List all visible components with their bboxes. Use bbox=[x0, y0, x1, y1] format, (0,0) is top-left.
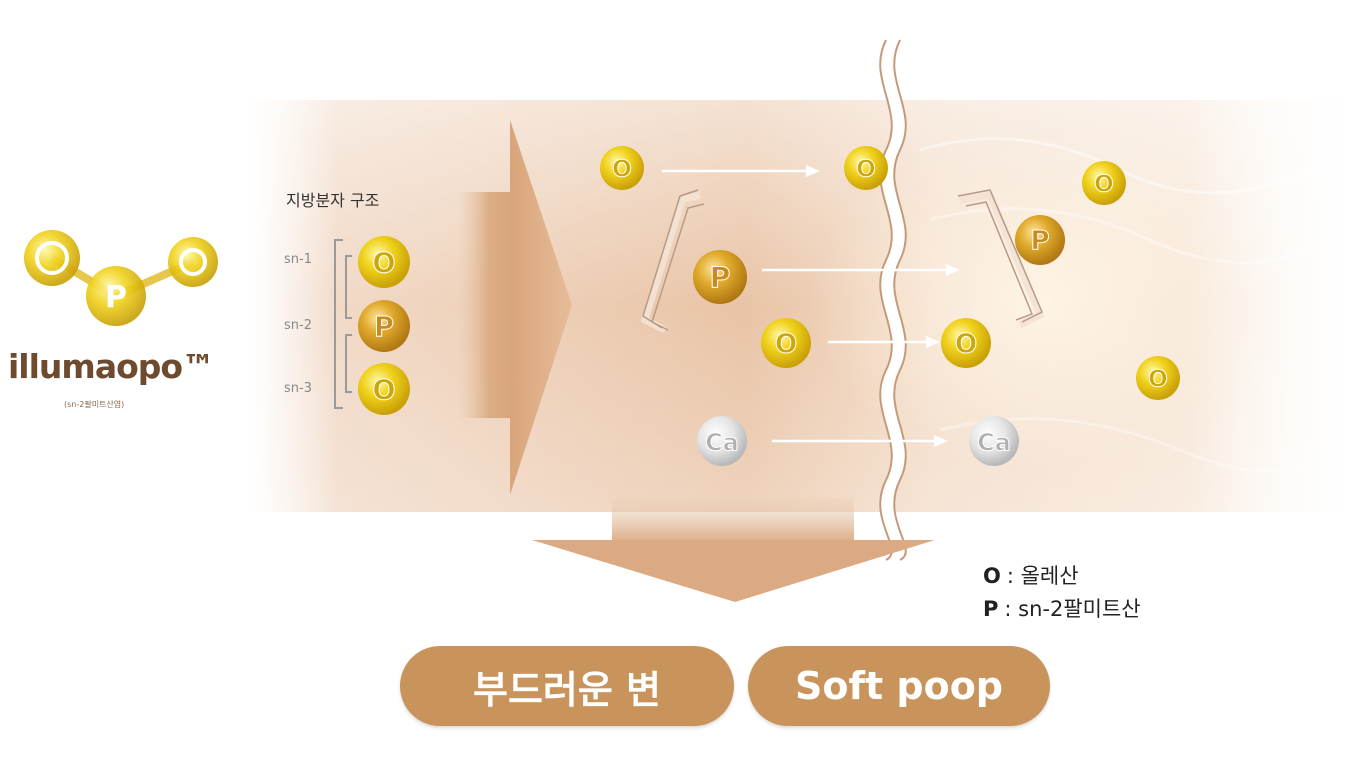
result-pill-english: Soft poop bbox=[748, 646, 1050, 726]
oleic-molecule: O bbox=[761, 318, 811, 368]
calcium-molecule-label: Ca bbox=[705, 429, 738, 457]
calcium-molecule-label: Ca bbox=[977, 429, 1010, 457]
oleic-molecule: O bbox=[600, 146, 644, 190]
palmitic-molecule-label: P bbox=[710, 261, 731, 294]
oleic-molecule: O bbox=[844, 146, 888, 190]
oleic-molecule-label: O bbox=[1094, 171, 1114, 197]
position-label-sn1: sn-1 bbox=[284, 252, 312, 267]
legend-oleic-key: O bbox=[983, 564, 1001, 588]
position-label-sn2: sn-2 bbox=[284, 318, 312, 333]
logo-brand-name: illumaopo™ bbox=[8, 347, 215, 386]
oleic-molecule-label: O bbox=[612, 156, 632, 182]
transport-arrows bbox=[662, 165, 960, 447]
wavy-divider bbox=[879, 36, 907, 567]
structure-bracket bbox=[334, 239, 352, 409]
structure-molecule-sn1-label: O bbox=[372, 248, 395, 279]
palmitic-molecule: P bbox=[693, 250, 747, 304]
oleic-molecule-label: O bbox=[1148, 366, 1168, 392]
legend-palmitic-key: P bbox=[983, 597, 999, 621]
structure-molecule-sn3: O bbox=[358, 363, 410, 415]
position-label-sn3: sn-3 bbox=[284, 381, 312, 396]
calcium-molecule: Ca bbox=[969, 416, 1019, 466]
oleic-molecule-label: O bbox=[856, 156, 876, 182]
calcium-molecule: Ca bbox=[697, 416, 747, 466]
oleic-molecule: O bbox=[1136, 356, 1180, 400]
oleic-molecule: O bbox=[1082, 161, 1126, 205]
palmitic-molecule: P bbox=[1015, 215, 1065, 265]
legend-palmitic: P: sn-2팔미트산 bbox=[983, 593, 1141, 623]
legend-oleic: O: 올레산 bbox=[983, 560, 1079, 590]
oleic-molecule-label: O bbox=[775, 330, 797, 360]
oleic-molecule-label: O bbox=[955, 330, 977, 360]
logo-molecule-graphic: P bbox=[24, 230, 218, 326]
logo-subtitle: (sn-2팔미트산염) bbox=[64, 400, 125, 409]
structure-molecule-sn2: P bbox=[358, 300, 410, 352]
flow-arrow-right bbox=[458, 120, 572, 495]
palmitic-molecule-label: P bbox=[1030, 227, 1049, 257]
flow-arrow-down bbox=[532, 498, 935, 602]
structure-title: 지방분자 구조 bbox=[286, 191, 380, 210]
structure-molecule-sn3-label: O bbox=[372, 375, 395, 406]
legend-palmitic-text: : sn-2팔미트산 bbox=[1004, 597, 1141, 621]
structure-molecule-sn2-label: P bbox=[374, 312, 394, 343]
legend-oleic-text: : 올레산 bbox=[1006, 564, 1079, 588]
svg-text:P: P bbox=[105, 280, 127, 315]
structure-molecule-sn1: O bbox=[358, 236, 410, 288]
result-pill-korean: 부드러운 변 bbox=[400, 646, 734, 726]
oleic-molecule: O bbox=[941, 318, 991, 368]
